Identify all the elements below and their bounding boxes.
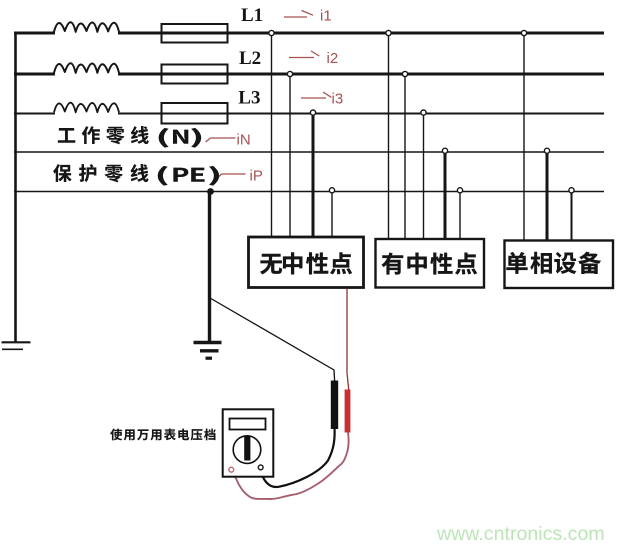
svg-text:i2: i2 [327, 50, 339, 67]
svg-text:i3: i3 [332, 91, 344, 108]
svg-text:L1: L1 [241, 5, 263, 26]
svg-text:www.cntronics.com: www.cntronics.com [436, 523, 605, 545]
svg-text:iN: iN [237, 132, 251, 149]
svg-text:L3: L3 [238, 87, 260, 108]
svg-text:i1: i1 [320, 8, 332, 25]
svg-text:L2: L2 [239, 48, 261, 69]
svg-text:iP: iP [250, 168, 263, 185]
